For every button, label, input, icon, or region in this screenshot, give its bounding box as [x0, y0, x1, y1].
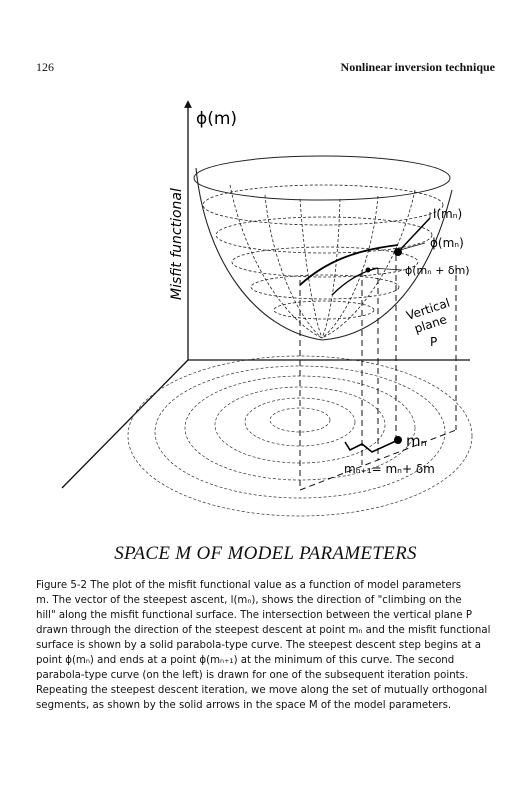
mn1-equation-label: mₙ₊₁= mₙ+ δm [344, 462, 435, 476]
ascent-vector [397, 217, 431, 253]
mn-label: mₙ [406, 432, 427, 450]
misfit-surface-figure: ϕ(m) Misfit functional l(mₙ) ϕ(mₙ) ϕ(mₙ … [61, 100, 473, 517]
running-title: Nonlinear inversion technique [340, 60, 495, 74]
caption-line: segments, as shown by the solid arrows i… [36, 700, 452, 711]
caption-line: m. The vector of the steepest ascent, l(… [36, 595, 462, 606]
caption-line: parabola-type curve (on the left) is dra… [36, 670, 469, 681]
second-parabola [331, 267, 379, 296]
space-m-label: SPACE M OF MODEL PARAMETERS [114, 543, 417, 564]
mn-point [394, 436, 402, 444]
page-header: 126 Nonlinear inversion technique [36, 60, 495, 76]
misfit-surface [193, 155, 453, 341]
model-space-arrows [344, 439, 399, 453]
phi-mn-label: ϕ(mₙ) [430, 236, 464, 250]
base-diagonal-edge [61, 359, 189, 489]
caption-line: Figure 5-2 The plot of the misfit functi… [36, 580, 462, 591]
caption-line: hill" along the misfit functional surfac… [36, 610, 473, 621]
caption-line: Repeating the steepest descent iteration… [36, 685, 488, 696]
phi-mn-point [394, 248, 402, 256]
figure-caption: Figure 5-2 The plot of the misfit functi… [36, 578, 506, 713]
caption-line: point ϕ(mₙ) and ends at a point ϕ(mₙ₊₁) … [36, 655, 455, 666]
l-mn-label: l(mₙ) [433, 207, 462, 221]
page-number: 126 [36, 60, 54, 74]
phi-mn1-point [365, 267, 371, 273]
misfit-axis-label: Misfit functional [169, 188, 185, 300]
caption-line: surface is shown by a solid parabola-typ… [36, 640, 481, 651]
phi-mn-dm-label: ϕ(mₙ + δm) [405, 264, 470, 277]
vertical-plane [299, 255, 457, 491]
phi-axis-label: ϕ(m) [196, 109, 237, 129]
descent-parabola [299, 244, 399, 286]
caption-line: drawn through the direction of the steep… [36, 625, 491, 636]
p-label: P [430, 335, 437, 349]
